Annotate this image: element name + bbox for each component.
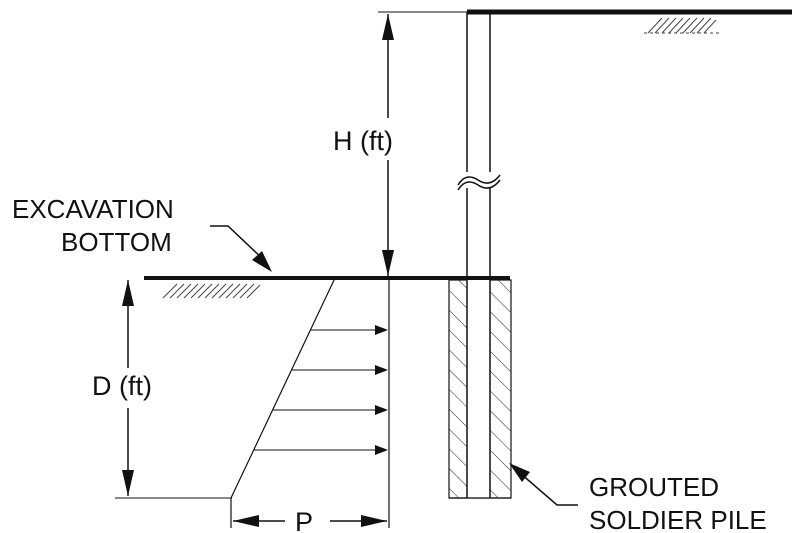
- arrowhead-icon: [375, 405, 388, 415]
- d-dimension-label: D (ft): [92, 371, 152, 401]
- pile-shaft-lower: [467, 280, 490, 498]
- arrowhead-icon: [382, 14, 394, 40]
- p-dimension-label: P: [295, 507, 313, 533]
- ground-hatch-icon: [644, 17, 720, 34]
- arrowhead-icon: [375, 365, 388, 375]
- arrowhead-icon: [361, 515, 387, 527]
- arrowhead-icon: [233, 515, 259, 527]
- pile-label-line2: SOLDIER PILE: [589, 505, 767, 533]
- excavation-leader: [210, 225, 267, 263]
- pile-label-line1: GROUTED: [589, 472, 719, 502]
- h-dimension-label: H (ft): [333, 126, 393, 156]
- break-symbol-icon: [457, 172, 501, 191]
- arrowhead-icon: [122, 280, 134, 306]
- excavation-label-line1: EXCAVATION: [12, 194, 174, 224]
- arrowhead-icon: [509, 463, 530, 482]
- arrowhead-icon: [382, 250, 394, 276]
- pile-leader: [519, 472, 578, 506]
- arrowhead-icon: [252, 251, 272, 272]
- pressure-arrows: [254, 325, 388, 455]
- pile-shaft-upper: [466, 12, 491, 278]
- arrowhead-icon: [375, 325, 388, 335]
- excavation-label-line2: BOTTOM: [61, 227, 172, 257]
- ground-hatch-icon: [162, 283, 261, 299]
- arrowhead-icon: [122, 470, 134, 496]
- arrowhead-icon: [375, 445, 388, 455]
- pressure-diagram: [230, 277, 390, 528]
